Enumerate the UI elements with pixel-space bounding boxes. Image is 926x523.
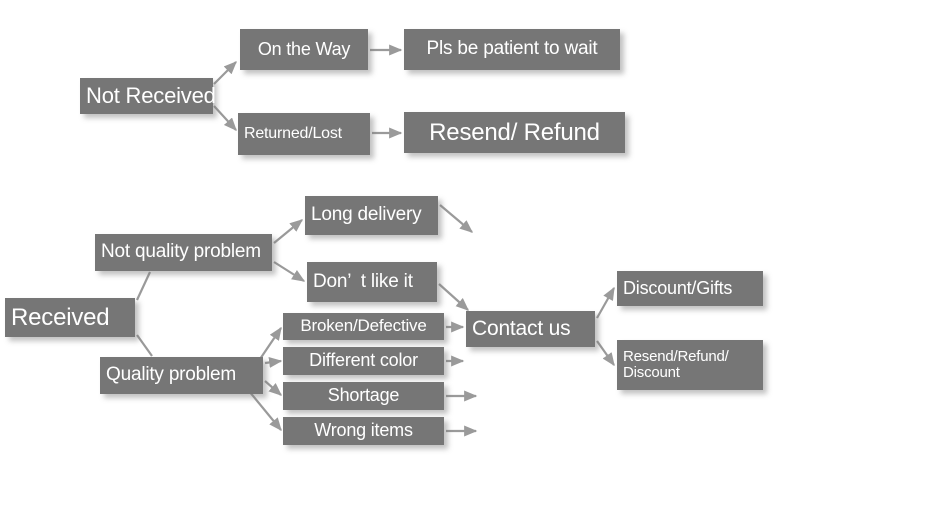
node-quality[interactable]: Quality problem	[100, 357, 263, 394]
node-label: Received	[11, 303, 110, 331]
edge-quality-shortage	[264, 380, 282, 396]
node-label: Different color	[309, 350, 418, 371]
node-discount-gifts[interactable]: Discount/Gifts	[617, 271, 763, 306]
node-received[interactable]: Received	[5, 298, 135, 337]
node-label: On the Way	[257, 38, 351, 59]
node-wrong-items[interactable]: Wrong items	[283, 417, 444, 445]
node-broken-defective[interactable]: Broken/Defective	[283, 313, 444, 340]
edge-received-quality	[136, 334, 153, 357]
edge-not-received-on-the-way	[213, 61, 237, 85]
node-label: Resend/ Refund	[429, 118, 600, 146]
node-label: Not Received	[86, 83, 216, 109]
node-resend-refund-disc[interactable]: Resend/Refund/ Discount	[617, 340, 763, 390]
node-label: Pls be patient to wait	[426, 38, 598, 60]
node-label: Quality problem	[106, 364, 237, 386]
node-not-quality[interactable]: Not quality problem	[95, 234, 272, 271]
node-label: Don’ t like it	[313, 270, 413, 292]
node-contact-us[interactable]: Contact us	[466, 311, 595, 347]
node-shortage[interactable]: Shortage	[283, 382, 444, 410]
node-not-received[interactable]: Not Received	[80, 78, 216, 114]
node-pls-be-patient[interactable]: Pls be patient to wait	[404, 29, 620, 70]
node-label: Resend/Refund/ Discount	[623, 347, 729, 381]
node-returned-lost[interactable]: Returned/Lost	[238, 113, 370, 155]
edge-quality-wrong-items	[248, 390, 282, 432]
edge-long-delivery-contact-us	[439, 204, 474, 233]
node-label: Broken/Defective	[300, 316, 427, 336]
node-dont-like-it[interactable]: Don’ t like it	[307, 262, 437, 302]
edge-received-not-quality	[136, 271, 151, 301]
edge-contact-us-discount-gifts	[596, 286, 615, 319]
node-label: Long delivery	[311, 204, 422, 226]
node-label: Contact us	[472, 316, 571, 340]
edge-not-quality-dont-like-it	[273, 261, 306, 282]
node-on-the-way[interactable]: On the Way	[240, 29, 368, 70]
node-label: Wrong items	[314, 420, 413, 441]
node-label: Returned/Lost	[244, 125, 342, 143]
edge-dont-like-it-contact-us	[438, 283, 469, 311]
node-resend-refund[interactable]: Resend/ Refund	[404, 112, 625, 153]
edge-quality-different-color	[264, 357, 283, 368]
node-long-delivery[interactable]: Long delivery	[305, 196, 438, 235]
edge-contact-us-resend-refund-disc	[596, 340, 615, 367]
edge-not-quality-long-delivery	[273, 219, 304, 244]
node-label: Discount/Gifts	[623, 277, 733, 298]
node-label: Shortage	[327, 385, 400, 406]
node-label: Not quality problem	[101, 241, 261, 263]
node-different-color[interactable]: Different color	[283, 347, 444, 375]
edge-not-received-returned-lost	[213, 105, 237, 131]
